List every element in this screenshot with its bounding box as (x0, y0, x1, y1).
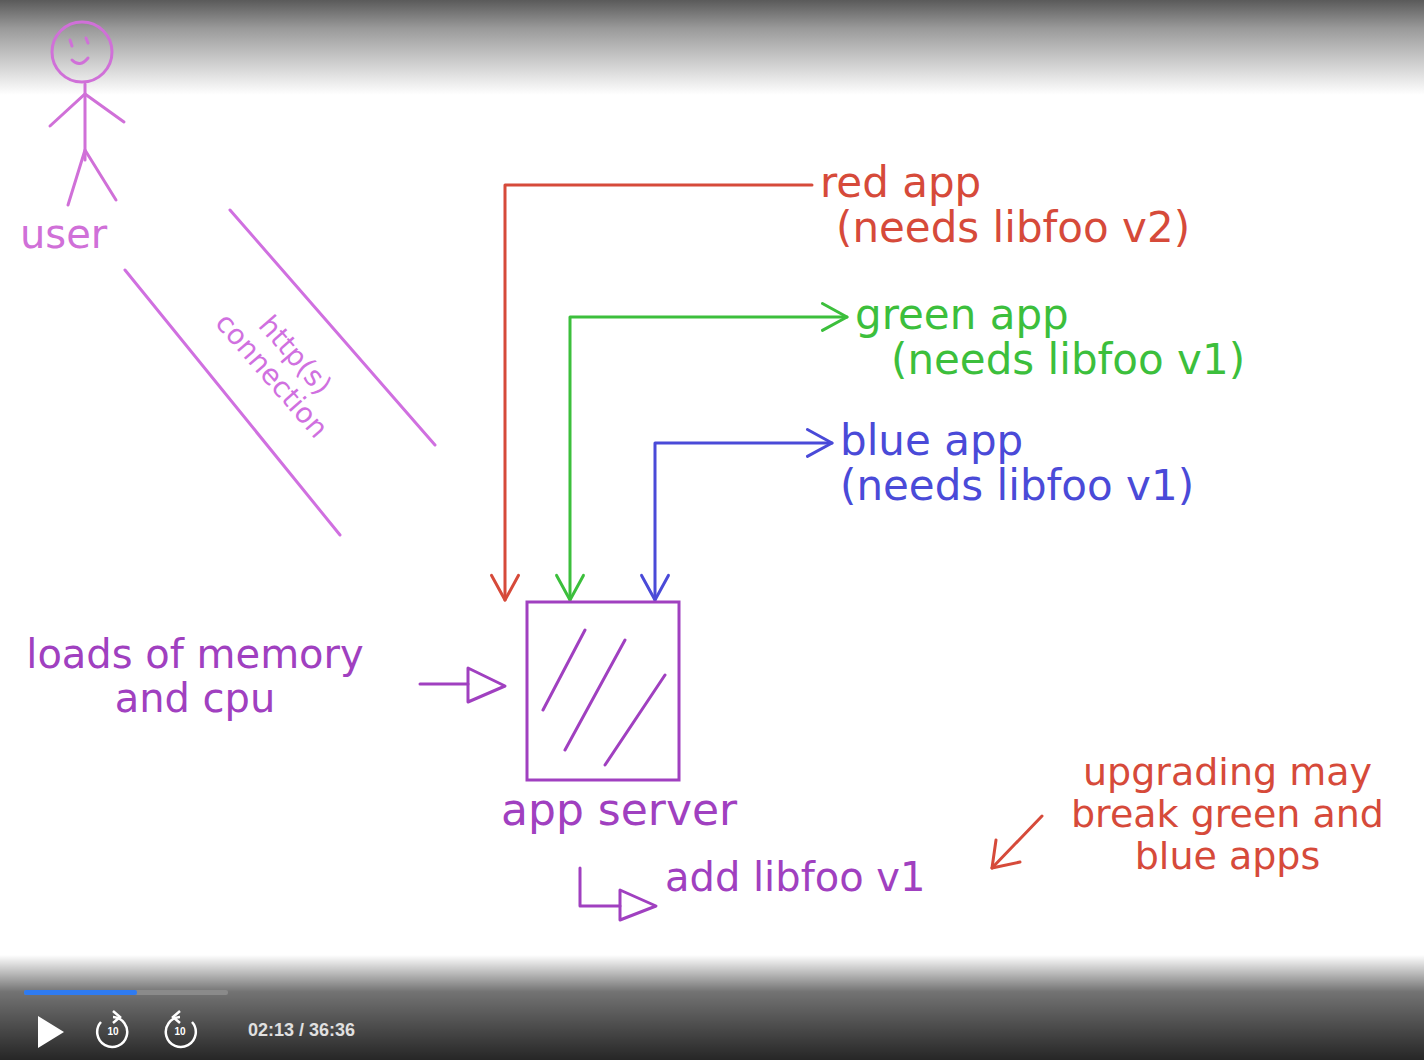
arrow-head (557, 575, 584, 600)
actor-label: user (20, 212, 107, 256)
top-shade (0, 0, 1424, 95)
warning-note: upgrading may break green and blue apps (1050, 752, 1405, 877)
connector (505, 185, 812, 600)
arrow-head (492, 575, 519, 600)
node-detail: (needs libfoo v1) (891, 337, 1245, 382)
video-controls (24, 990, 228, 1048)
app-server: app server (495, 600, 743, 834)
arrow-head (822, 304, 847, 331)
node-title: green app (855, 292, 1245, 337)
stick-figure (50, 22, 124, 205)
time-display: 02:13 / 36:36 (248, 1021, 355, 1041)
arrow-head (642, 575, 669, 600)
note-label: loads of memory and cpu (20, 632, 370, 720)
server-box (525, 600, 683, 784)
connector (655, 443, 832, 600)
node-title: app server (495, 786, 743, 834)
connection-lines (125, 210, 435, 535)
green-app: green app(needs libfoo v1) (847, 292, 1245, 383)
node-title: red app (820, 160, 1190, 205)
rewind-label: 10 (98, 1026, 128, 1037)
player-shade (0, 955, 1424, 1060)
forward-label: 10 (165, 1026, 195, 1037)
connection-label: http(s) connection (194, 270, 372, 461)
red-app: red app(needs libfoo v2) (812, 160, 1190, 251)
step-label: add libfoo v1 (665, 855, 926, 899)
arrow-head (807, 430, 832, 457)
node-detail: (needs libfoo v1) (840, 463, 1194, 508)
blue-app: blue app(needs libfoo v1) (832, 418, 1194, 509)
connector (570, 317, 847, 600)
node-title: blue app (840, 418, 1194, 463)
callout-arrow (992, 816, 1042, 868)
node-detail: (needs libfoo v2) (836, 205, 1190, 250)
